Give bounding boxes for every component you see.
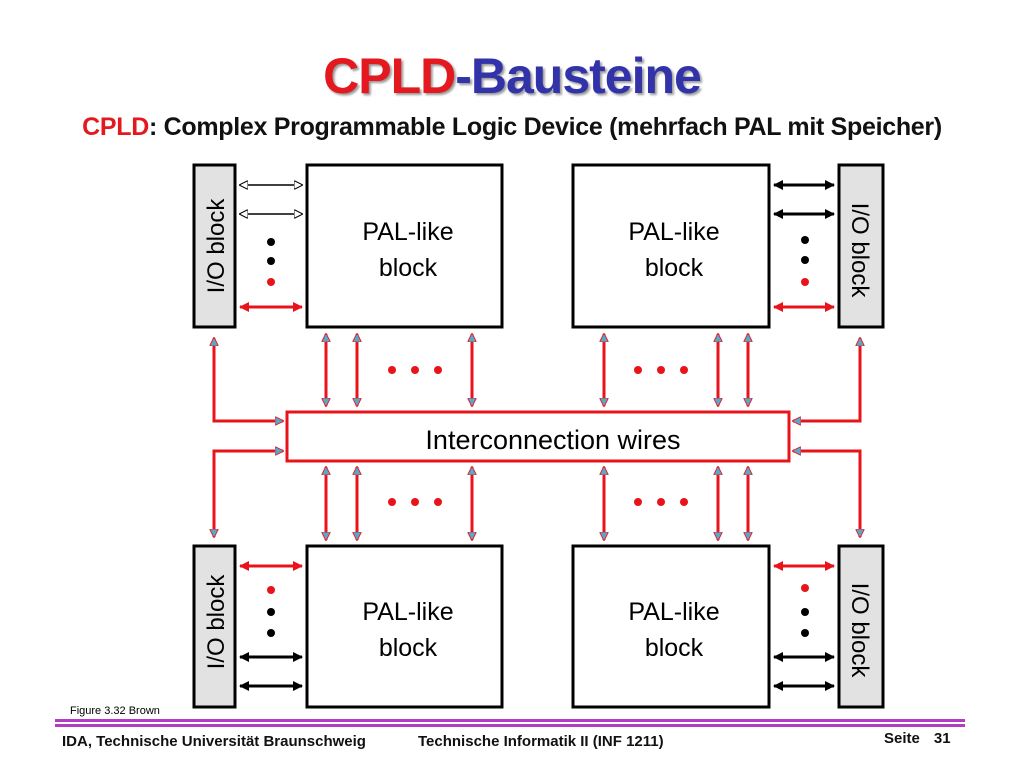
- io-pal-arrows-top-right: [773, 180, 835, 312]
- subtitle-acronym: CPLD: [82, 113, 149, 141]
- io-block-bottom-left: I/O block: [192, 544, 237, 709]
- io-pal-arrows-bottom-right: [773, 561, 835, 691]
- io-pal-arrows-bottom-left: [239, 561, 303, 691]
- footer-rule: [55, 719, 965, 722]
- pal-block-bottom-right: PAL-like block: [571, 544, 771, 709]
- io-label: I/O block: [203, 198, 230, 294]
- footer-rule: [55, 724, 965, 727]
- io-block-top-left: I/O block: [192, 163, 237, 329]
- page-subtitle: CPLD: Complex Programmable Logic Device …: [0, 110, 1024, 144]
- pal-label-line2: block: [379, 634, 438, 662]
- pal-interconnect-wires: [326, 334, 748, 540]
- interconnect-block: Interconnection wires: [285, 410, 791, 463]
- pal-label-line1: PAL-like: [362, 218, 453, 246]
- footer-page: Seite 31: [884, 730, 951, 747]
- pal-label-line1: PAL-like: [628, 218, 719, 246]
- pal-label-line2: block: [379, 254, 438, 282]
- io-label: I/O block: [846, 583, 873, 679]
- page-label: Seite: [884, 730, 920, 747]
- io-label: I/O block: [203, 574, 230, 670]
- page-number: 31: [933, 730, 951, 747]
- title-cpld: CPLD: [323, 48, 456, 104]
- footer-course: Technische Informatik II (INF 1211): [418, 733, 664, 750]
- pal-label-line1: PAL-like: [628, 598, 719, 626]
- title-bausteine: -Bausteine: [455, 48, 702, 104]
- pal-block-bottom-left: PAL-like block: [305, 544, 504, 709]
- page-title: CPLD-Bausteine: [0, 46, 1024, 106]
- pal-block-top-left: PAL-like block: [305, 163, 504, 329]
- footer-institution: IDA, Technische Universität Braunschweig: [62, 733, 366, 750]
- pal-label-line1: PAL-like: [362, 598, 453, 626]
- pal-label-line2: block: [645, 254, 704, 282]
- io-block-bottom-right: I/O block: [837, 544, 885, 709]
- io-label: I/O block: [846, 203, 873, 299]
- pal-label-line2: block: [645, 634, 704, 662]
- interconnect-label: Interconnection wires: [425, 425, 680, 455]
- io-pal-arrows-top-left: [239, 185, 303, 312]
- subtitle-rest: : Complex Programmable Logic Device (meh…: [148, 113, 942, 141]
- pal-block-top-right: PAL-like block: [571, 163, 771, 329]
- figure-caption: Figure 3.32 Brown: [70, 705, 160, 717]
- io-block-top-right: I/O block: [837, 163, 885, 329]
- io-feed-wires: [214, 338, 860, 537]
- ellipsis-dots: [388, 366, 688, 506]
